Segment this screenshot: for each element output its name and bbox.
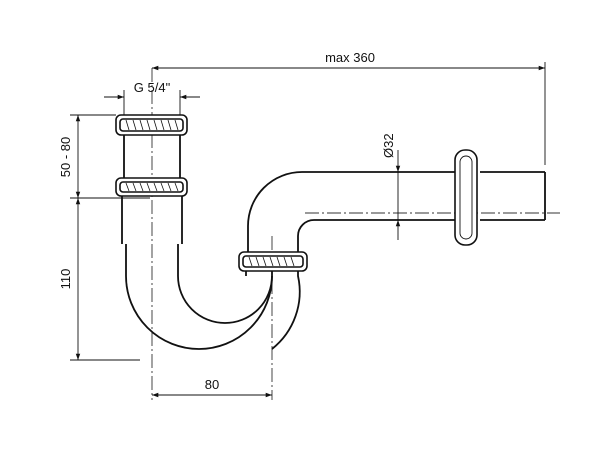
dimension-pipe-diameter: Ø32 [381, 133, 401, 240]
bend-nut [238, 251, 308, 272]
dimension-adjustable-height: 50 - 80 [58, 114, 150, 199]
middle-nut [115, 177, 188, 197]
siphon-body [121, 135, 546, 350]
overall-length-label: max 360 [325, 50, 375, 65]
dimension-trap-width: 80 [152, 377, 272, 398]
wall-rosette [454, 149, 478, 246]
trap-depth-label: 110 [58, 269, 73, 290]
dimension-overall-length: max 360 [152, 50, 546, 165]
thread-label: G 5/4" [134, 80, 171, 95]
center-lines [151, 68, 560, 400]
dimension-thread: G 5/4" [104, 80, 200, 115]
trap-width-label: 80 [205, 377, 219, 392]
dimension-trap-depth: 110 [58, 198, 140, 361]
adjustable-height-label: 50 - 80 [58, 137, 73, 177]
top-nut [115, 114, 188, 136]
pipe-diameter-label: Ø32 [381, 133, 396, 158]
